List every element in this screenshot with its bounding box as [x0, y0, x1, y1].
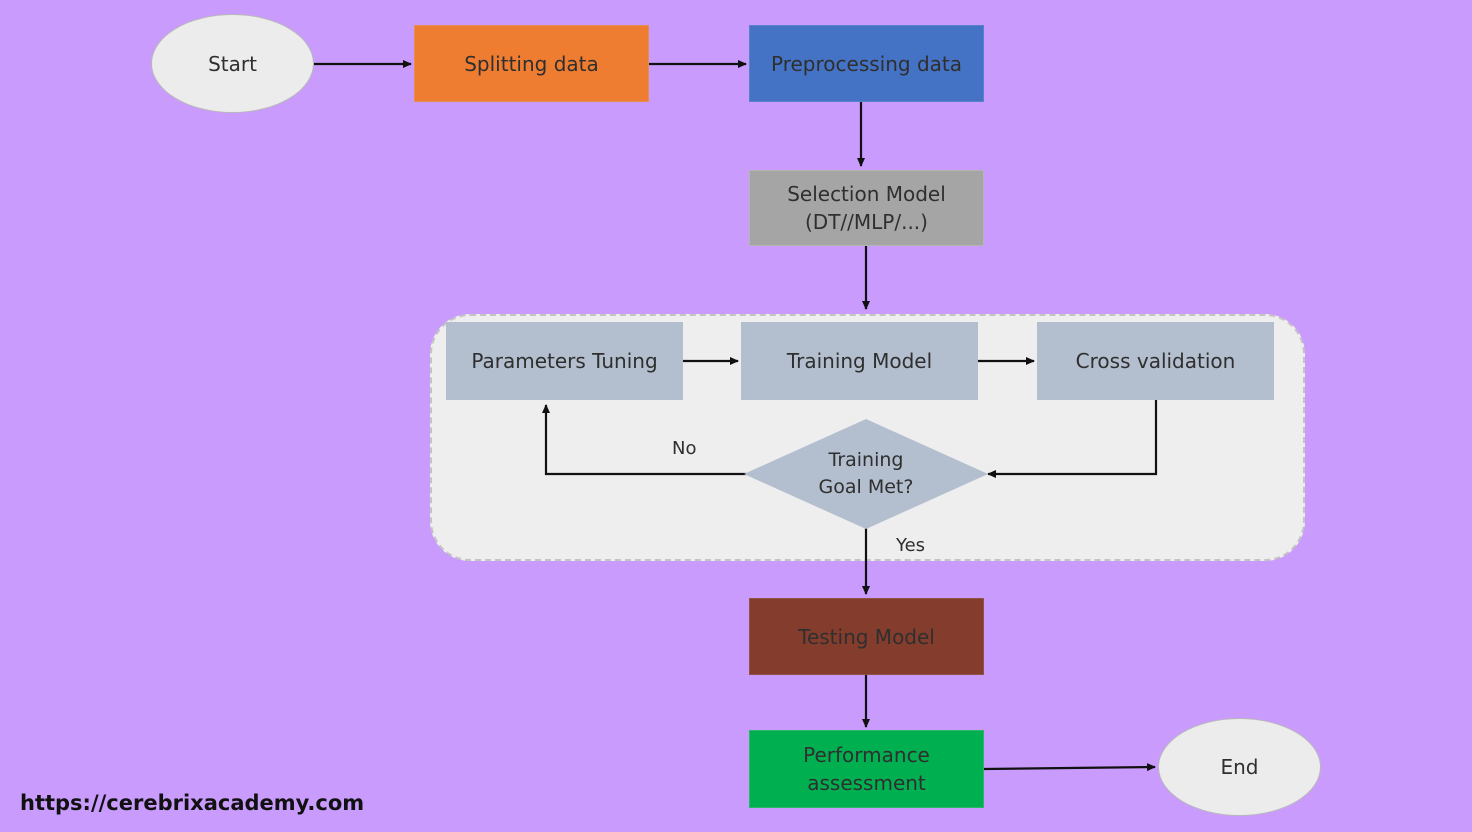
selection-model-label: Selection Model (DT//MLP/...)	[787, 182, 946, 234]
edge-label-yes: Yes	[896, 535, 926, 556]
testing-model-box: Testing Model	[749, 598, 984, 675]
start-node: Start	[151, 14, 314, 113]
edge-label-no: No	[672, 438, 697, 459]
decision-diamond-shape	[744, 419, 988, 529]
testing-model-label: Testing Model	[798, 624, 935, 649]
cross-validation-label: Cross validation	[1075, 349, 1236, 373]
parameters-tuning-box: Parameters Tuning	[446, 322, 683, 400]
decision-label: Training Goal Met?	[818, 449, 914, 498]
edge-performance-to-end	[983, 763, 1156, 772]
splitting-data-box: Splitting data	[414, 25, 649, 102]
end-label: End	[1220, 755, 1259, 779]
selection-model-box: Selection Model (DT//MLP/...)	[749, 170, 984, 246]
training-model-box: Training Model	[741, 322, 978, 400]
edge-decision-no-to-parameters	[542, 404, 746, 476]
parameters-tuning-label: Parameters Tuning	[471, 349, 658, 373]
edge-cross-validation-to-decision	[987, 400, 1158, 478]
cross-validation-box: Cross validation	[1037, 322, 1274, 400]
performance-assessment-label: Performance assessment	[803, 743, 930, 795]
end-node: End	[1158, 718, 1321, 816]
preprocessing-data-label: Preprocessing data	[771, 51, 962, 76]
splitting-data-label: Splitting data	[464, 51, 599, 76]
start-label: Start	[208, 51, 257, 76]
decision-node: Training Goal Met?	[744, 419, 988, 529]
training-model-label: Training Model	[786, 349, 933, 373]
preprocessing-data-box: Preprocessing data	[749, 25, 984, 102]
website-url: https://cerebrixacademy.com	[20, 791, 365, 815]
performance-assessment-box: Performance assessment	[749, 730, 984, 808]
